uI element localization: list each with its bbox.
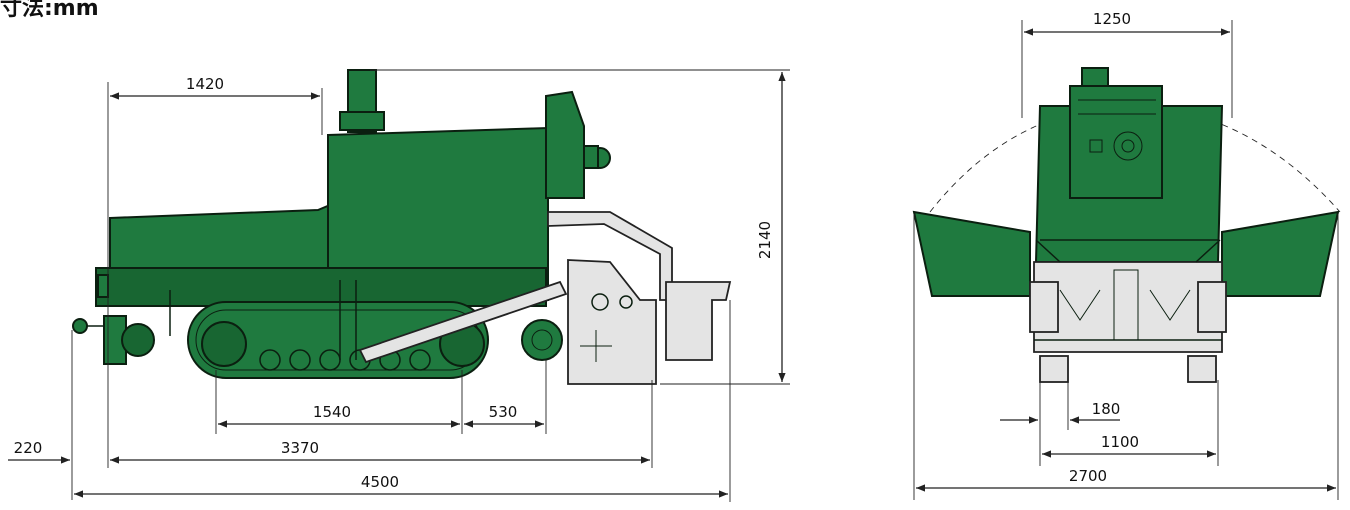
dim-auger-offset: 530	[489, 403, 518, 421]
dim-overall-width: 2700	[1069, 467, 1107, 485]
dim-body-length: 3370	[281, 439, 319, 457]
front-view: 1250 180 1100 2700	[912, 10, 1341, 500]
dim-track-length: 1540	[313, 403, 351, 421]
dim-top-width: 1250	[1093, 10, 1131, 28]
front-dimensions: 1250 180 1100 2700	[913, 10, 1339, 500]
left-track	[1039, 355, 1069, 383]
dim-overall-height: 2140	[756, 221, 774, 259]
left-hopper-wing	[912, 210, 1031, 297]
side-machine-body	[72, 69, 611, 379]
front-screed	[1029, 239, 1227, 353]
dim-overall-length: 4500	[361, 473, 399, 491]
side-screed	[358, 211, 732, 385]
right-hopper-wing	[1221, 210, 1340, 297]
dim-hopper-length: 1420	[186, 75, 224, 93]
side-dimensions: 1420 2140 1540 530 220	[8, 69, 790, 502]
front-machine-body	[1034, 67, 1224, 263]
side-view: 1420 2140 1540 530 220	[8, 69, 790, 502]
dim-gauge-offset: 180	[1092, 400, 1121, 418]
right-track	[1187, 355, 1217, 383]
dim-track-width: 1100	[1101, 433, 1139, 451]
dim-front-offset: 220	[14, 439, 43, 457]
unit-label: 寸法:mm	[0, 0, 99, 21]
